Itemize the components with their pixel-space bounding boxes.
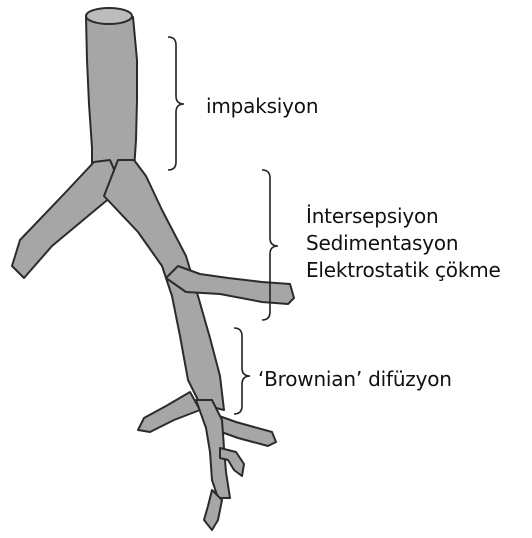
label-brownian-diffusion: ‘Brownian’ difüzyon xyxy=(258,366,452,393)
label-sedimentation: Sedimentasyon xyxy=(306,230,501,257)
twig-bottom xyxy=(204,490,222,530)
trachea xyxy=(86,17,137,170)
trachea-opening xyxy=(86,8,132,24)
label-group-deposition: İntersepsiyon Sedimentasyon Elektrostati… xyxy=(306,203,501,284)
bracket-diffusion-icon xyxy=(234,328,250,414)
label-electrostatic: Elektrostatik çökme xyxy=(306,257,501,284)
left-bronchus xyxy=(12,160,122,278)
label-impaction: impaksiyon xyxy=(206,93,318,120)
lower-left-branch xyxy=(138,392,200,432)
label-interception: İntersepsiyon xyxy=(306,203,501,230)
bracket-impaction-icon xyxy=(168,37,184,170)
